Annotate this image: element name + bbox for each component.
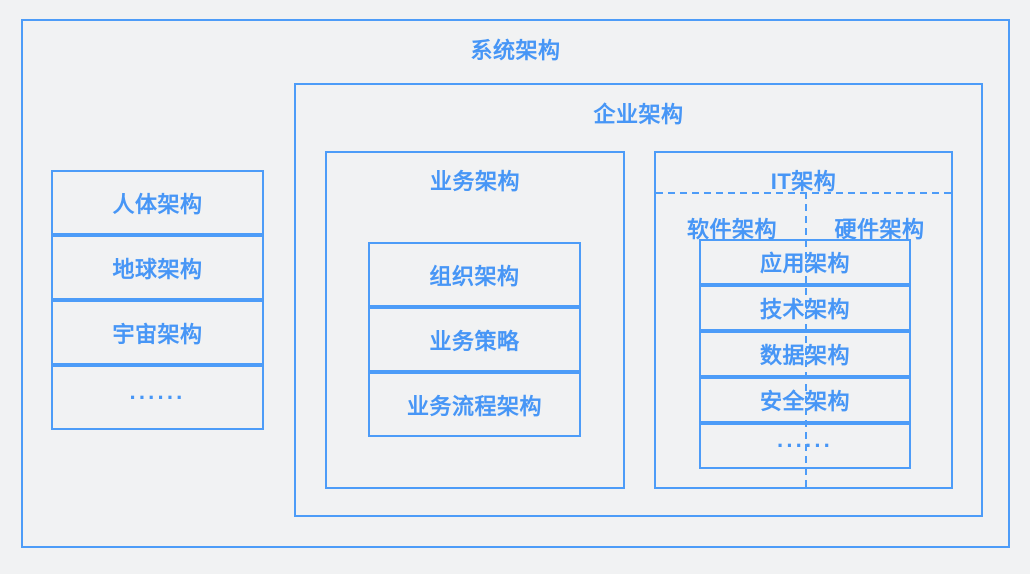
business-architecture-title: 业务架构 <box>429 169 520 194</box>
enterprise-architecture-box: 企业架构 <box>294 83 983 517</box>
business-process-architecture-cell: 业务流程架构 <box>368 372 581 437</box>
universe-architecture-cell: 宇宙架构 <box>51 300 264 365</box>
software-hardware-dashed-divider <box>805 192 807 487</box>
it-title-dashed-divider <box>656 192 951 194</box>
system-architecture-title: 系统架构 <box>470 38 561 63</box>
system-architecture-box: 系统架构 <box>21 19 1010 548</box>
software-architecture-label: 软件架构 <box>686 217 777 242</box>
business-architecture-box: 业务架构 <box>325 151 625 489</box>
business-architecture-stack: 组织架构 业务策略 业务流程架构 <box>368 242 581 437</box>
other-architectures-stack: 人体架构 地球架构 宇宙架构 ······ <box>51 170 264 430</box>
enterprise-architecture-title: 企业架构 <box>593 102 684 127</box>
business-strategy-cell: 业务策略 <box>368 307 581 372</box>
human-body-architecture-cell: 人体架构 <box>51 170 264 235</box>
it-architecture-box: IT架构 软件架构 硬件架构 <box>654 151 953 489</box>
left-stack-ellipsis-cell: ······ <box>51 365 264 430</box>
earth-architecture-cell: 地球架构 <box>51 235 264 300</box>
hardware-architecture-label: 硬件架构 <box>834 217 925 242</box>
organization-architecture-cell: 组织架构 <box>368 242 581 307</box>
it-architecture-title: IT架构 <box>770 169 837 194</box>
